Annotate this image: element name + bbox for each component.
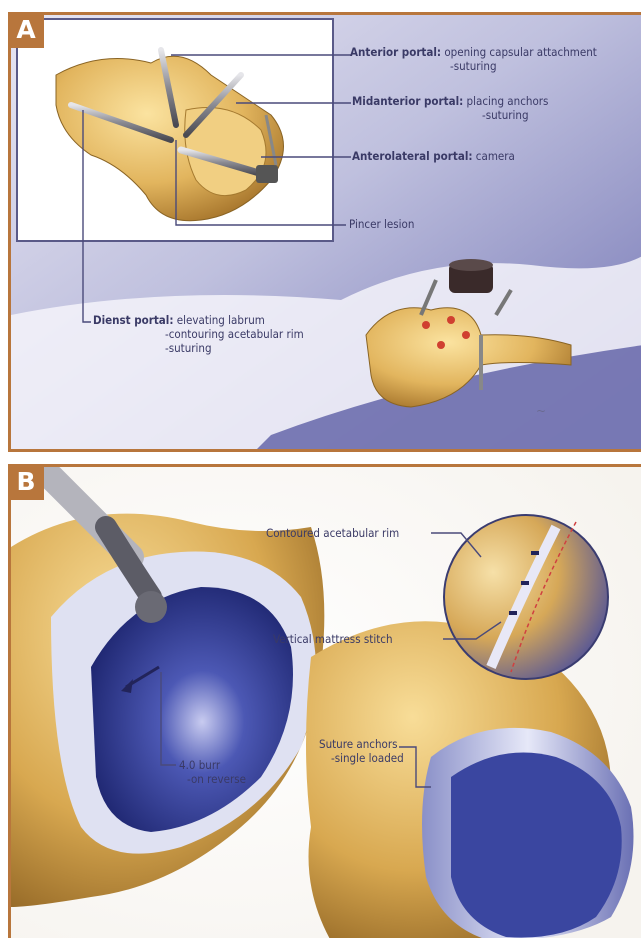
label-mattress-stitch: Vertical mattress stitch	[273, 632, 393, 646]
label-midanterior-portal: Midanterior portal: placing anchors -sut…	[352, 94, 548, 122]
panel-a-illustration: ~	[11, 15, 641, 452]
label-contoured-rim: Contoured acetabular rim	[266, 526, 399, 540]
panel-b: B	[8, 464, 641, 938]
panel-a-tag: A	[8, 12, 44, 48]
label-pincer-lesion: Pincer lesion	[349, 217, 414, 231]
panel-a: A	[8, 12, 641, 452]
label-anterior-portal: Anterior portal: opening capsular attach…	[350, 45, 597, 73]
svg-text:~: ~	[536, 404, 546, 418]
label-anterolateral-portal: Anterolateral portal: camera	[352, 149, 515, 163]
label-burr: 4.0 burr -on reverse	[179, 758, 246, 786]
panel-b-tag: B	[8, 464, 44, 500]
label-suture-anchors: Suture anchors -single loaded	[319, 737, 404, 765]
label-dienst-portal: Dienst portal: elevating labrum -contour…	[93, 313, 304, 355]
